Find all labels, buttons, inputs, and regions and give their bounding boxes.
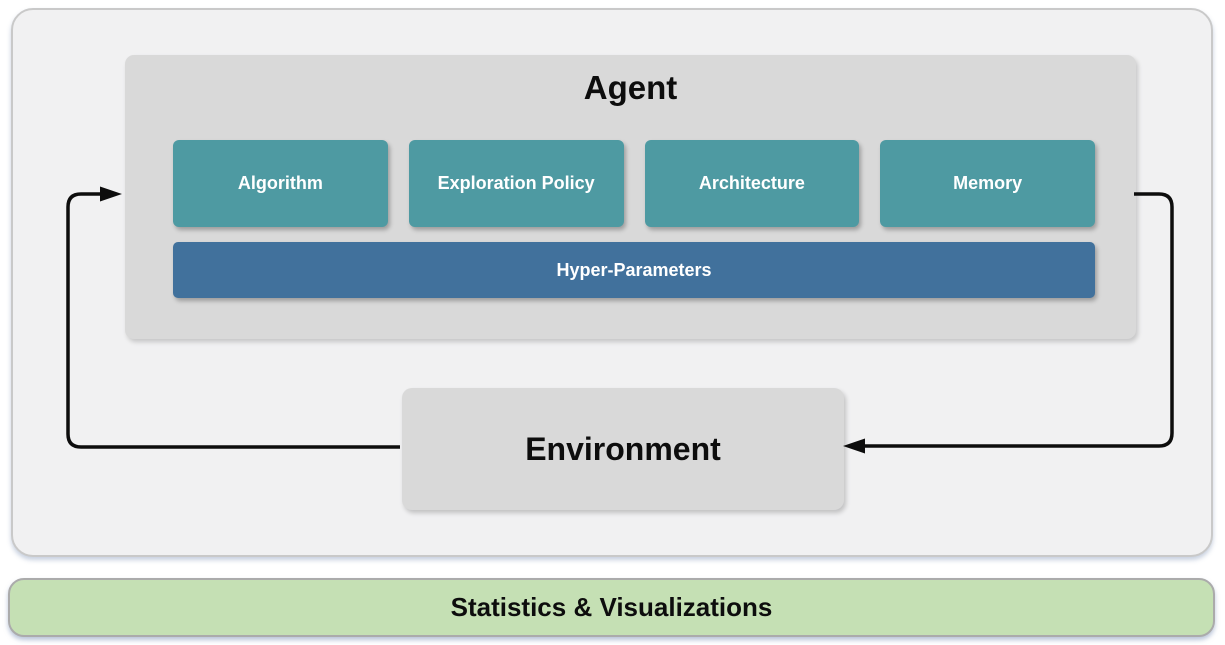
component-algorithm: Algorithm xyxy=(173,140,388,227)
statistics-visualizations-bar: Statistics & Visualizations xyxy=(8,578,1215,637)
environment-box: Environment xyxy=(402,388,844,510)
agent-title: Agent xyxy=(583,69,678,106)
hyper-parameters-bar: Hyper-Parameters xyxy=(173,242,1095,298)
statistics-visualizations-label: Statistics & Visualizations xyxy=(450,592,773,622)
environment-title: Environment xyxy=(525,430,721,467)
component-memory: Memory xyxy=(880,140,1095,227)
agent-box: Agent Algorithm Exploration Policy Archi… xyxy=(125,55,1136,339)
agent-component-row: Algorithm Exploration Policy Architectur… xyxy=(173,140,1095,227)
rl-loop-panel: Agent Algorithm Exploration Policy Archi… xyxy=(11,8,1213,557)
component-architecture: Architecture xyxy=(644,140,860,227)
component-exploration-policy: Exploration Policy xyxy=(408,140,624,227)
